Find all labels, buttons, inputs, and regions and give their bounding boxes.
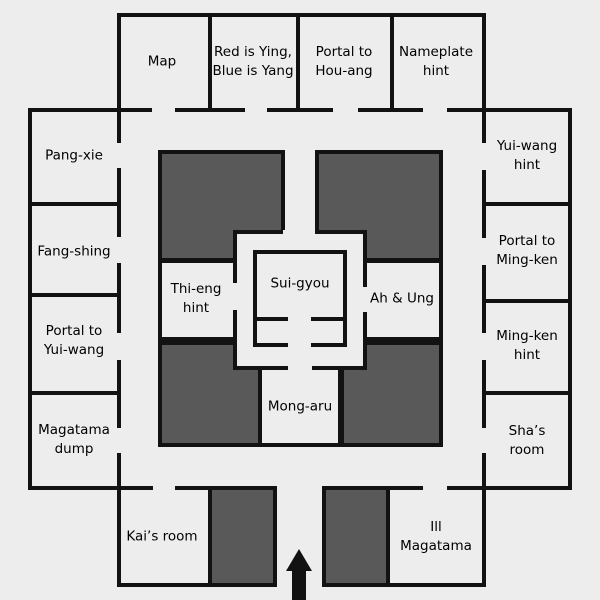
ah-ung-room-floor — [363, 259, 443, 341]
wall-segment — [28, 486, 153, 490]
room-label-magatama-dump: Magatama dump — [38, 421, 110, 457]
wall-segment — [338, 366, 342, 447]
wall-segment — [363, 337, 443, 341]
wall-segment — [208, 13, 212, 112]
room-label-map: Map — [147, 53, 177, 70]
wall-segment — [267, 108, 333, 112]
wall-segment — [482, 453, 486, 587]
wall-segment — [482, 13, 486, 143]
wall-segment — [158, 337, 237, 341]
entrance-arrow-shaft — [292, 570, 306, 600]
wall-segment — [447, 108, 572, 112]
wall-segment — [253, 250, 257, 347]
wall-segment — [447, 486, 572, 490]
room-label-portal-hou-ang: Portal to Hou-ang — [315, 43, 373, 79]
solid-block-top-left — [158, 150, 285, 262]
wall-segment — [158, 259, 237, 263]
room-label-pang-xie: Pang-xie — [45, 147, 103, 164]
room-label-fang-shing: Fang-shing — [37, 243, 111, 260]
wall-segment — [233, 230, 237, 283]
wall-segment — [258, 443, 342, 447]
mong-aru-room-floor — [258, 366, 342, 447]
wall-segment — [363, 259, 443, 263]
wall-segment — [296, 13, 300, 112]
wall-segment — [253, 343, 288, 347]
wall-segment — [117, 13, 121, 143]
wall-segment — [390, 13, 394, 112]
wall-segment — [28, 293, 121, 297]
wall-segment — [343, 250, 347, 347]
room-label-portal-ming-ken: Portal to Ming-ken — [496, 232, 558, 268]
room-label-kais-room: Kai’s room — [126, 528, 198, 545]
wall-segment — [158, 259, 162, 341]
wall-segment — [482, 391, 572, 395]
wall-segment — [482, 202, 572, 206]
room-label-ying-yang: Red is Ying, Blue is Yang — [212, 43, 294, 79]
room-label-shas-room: Sha’s room — [508, 422, 546, 458]
wall-segment — [233, 230, 283, 234]
solid-block-bottom-row-right — [322, 486, 390, 587]
wall-segment — [117, 263, 121, 333]
wall-segment — [482, 299, 572, 303]
wall-segment — [315, 230, 367, 234]
wall-segment — [322, 583, 486, 587]
wall-segment — [253, 250, 347, 254]
solid-block-bottom-row-left — [208, 486, 277, 587]
room-label-portal-yui-wang: Portal to Yui-wang — [43, 322, 105, 358]
wall-segment — [28, 108, 32, 490]
room-label-nameplate-hint: Nameplate hint — [398, 43, 474, 79]
wall-segment — [311, 343, 347, 347]
wall-segment — [258, 366, 262, 447]
wall-segment — [439, 259, 443, 341]
room-label-sui-gyou: Sui-gyou — [270, 275, 330, 292]
room-label-yui-wang-hint: Yui-wang hint — [496, 137, 558, 173]
thi-eng-room-floor — [158, 259, 237, 341]
wall-segment — [28, 391, 121, 395]
wall-segment — [363, 312, 367, 370]
wall-segment — [255, 317, 288, 321]
room-label-thi-eng-hint: Thi-eng hint — [170, 280, 222, 316]
wall-segment — [117, 453, 121, 587]
wall-segment — [311, 317, 343, 321]
wall-segment — [363, 230, 367, 287]
room-label-ah-ung: Ah & Ung — [370, 290, 434, 307]
wall-segment — [28, 108, 152, 112]
wall-segment — [117, 13, 486, 17]
room-label-mong-aru: Mong-aru — [267, 398, 333, 415]
room-label-ming-ken-hint: Ming-ken hint — [496, 327, 558, 363]
wall-segment — [28, 202, 121, 206]
wall-segment — [117, 583, 277, 587]
room-label-ill-magatama: Ill Magatama — [400, 518, 472, 554]
entrance-arrow-head — [286, 549, 312, 571]
